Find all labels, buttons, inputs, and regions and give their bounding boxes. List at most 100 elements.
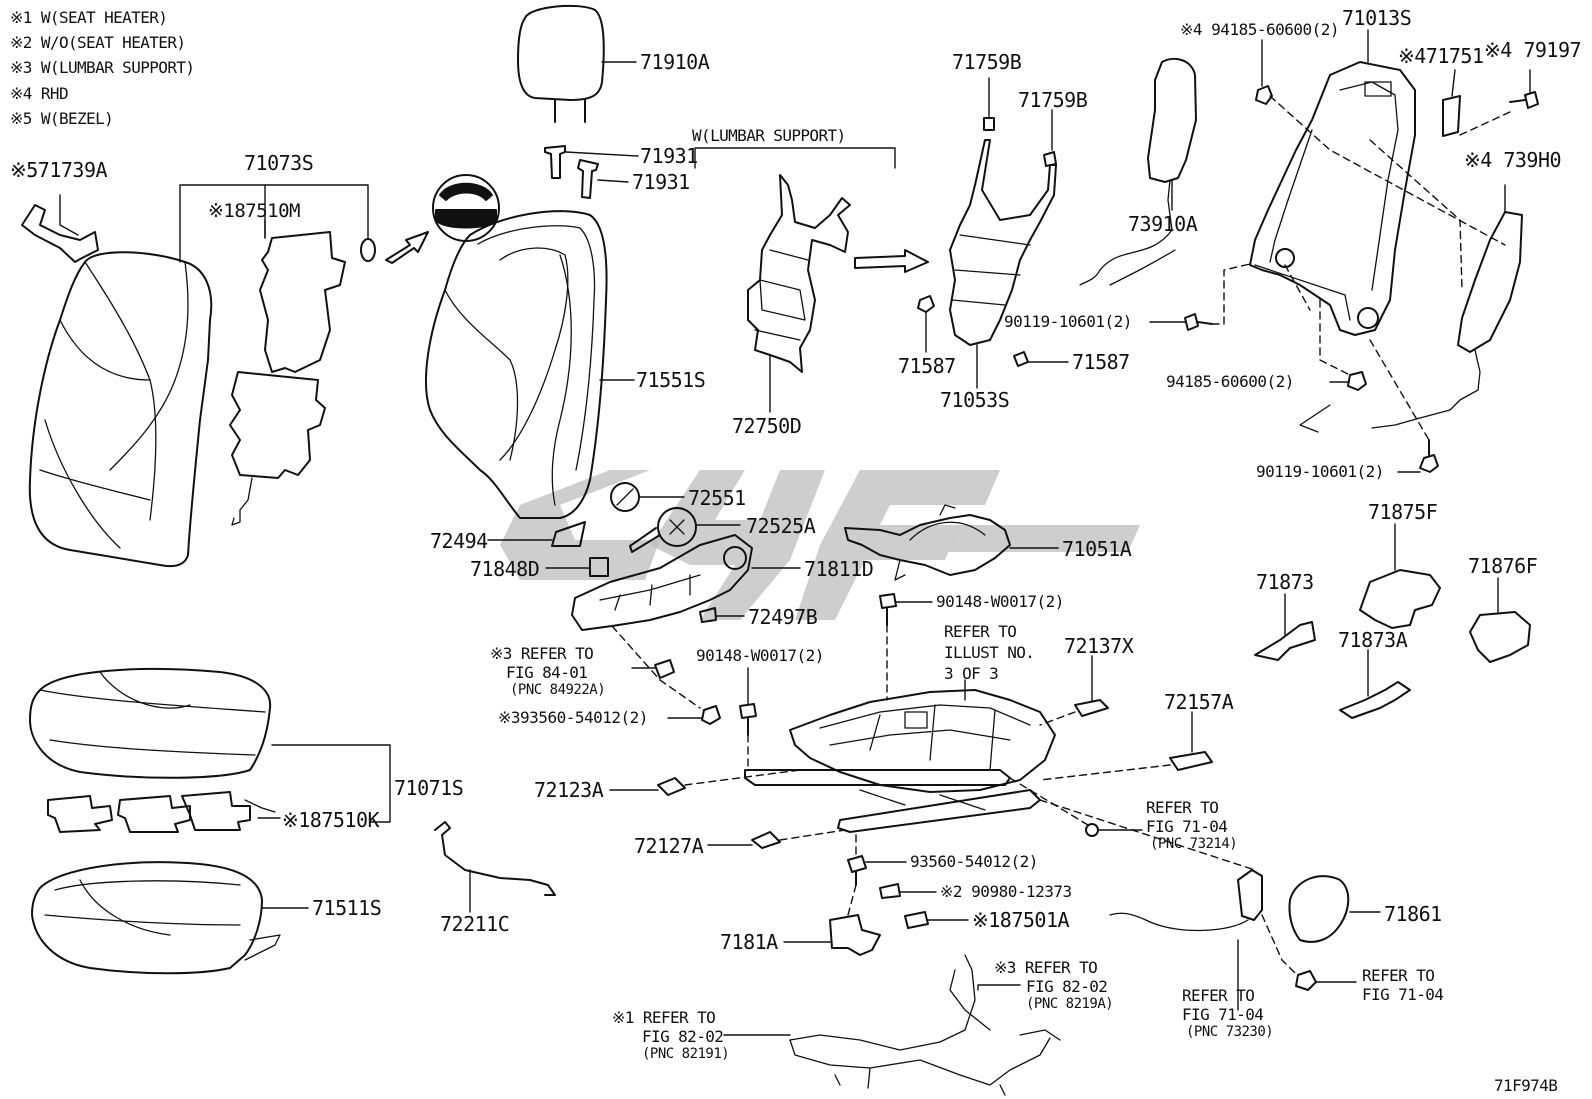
seatback-cover-71073S bbox=[28, 251, 213, 568]
cap-72551 bbox=[610, 482, 685, 512]
clip-90980 bbox=[879, 883, 937, 899]
cover-72123A bbox=[609, 769, 801, 796]
part-label[interactable]: ※4 94185-60600(2) bbox=[1180, 20, 1340, 39]
group-label: W(LUMBAR SUPPORT) bbox=[692, 126, 846, 145]
lumbar-frame-71053S bbox=[949, 77, 1057, 389]
part-label[interactable]: ※571739A bbox=[10, 158, 108, 182]
refer-illust-note: REFER TO ILLUST NO. 3 OF 3 bbox=[944, 622, 1035, 683]
bolt-79197 bbox=[1509, 69, 1539, 109]
buckle-73230 bbox=[1039, 799, 1301, 1011]
part-label[interactable]: 72494 bbox=[430, 529, 488, 553]
part-label[interactable]: ※4 79197 bbox=[1484, 38, 1582, 62]
part-label[interactable]: 71876F bbox=[1468, 554, 1538, 578]
cover-71861 bbox=[1288, 875, 1381, 943]
side-airbag-73910A bbox=[1079, 57, 1197, 286]
part-label[interactable]: 93560-54012(2) bbox=[910, 852, 1038, 871]
part-label[interactable]: 90119-10601(2) bbox=[1256, 462, 1384, 481]
part-label[interactable]: 71587 bbox=[1072, 350, 1130, 374]
part-label[interactable]: 71931 bbox=[632, 170, 690, 194]
part-label[interactable]: 71931 bbox=[640, 144, 698, 168]
part-label[interactable]: 72750D bbox=[732, 414, 802, 438]
part-label[interactable]: ※393560-54012(2) bbox=[498, 708, 648, 727]
part-label[interactable]: 71873 bbox=[1256, 570, 1314, 594]
washer-ref-73214 bbox=[1009, 777, 1143, 837]
part-label[interactable]: 72157A bbox=[1164, 690, 1234, 714]
part-label[interactable]: 71875F bbox=[1368, 500, 1438, 524]
part-label[interactable]: 71587 bbox=[898, 354, 956, 378]
part-label[interactable]: 71873A bbox=[1338, 628, 1408, 652]
part-label[interactable]: 90119-10601(2) bbox=[1004, 312, 1132, 331]
refer-fig-82-02-b[interactable]: ※1 REFER TO FIG 82-02 (PNC 82191) bbox=[612, 1008, 730, 1063]
cover-72127A bbox=[707, 829, 846, 849]
part-label[interactable]: 90148-W0017(2) bbox=[936, 592, 1064, 611]
cover-72494 bbox=[487, 521, 586, 547]
refer-fig-71-04-c[interactable]: REFER TO FIG 71-04 bbox=[1362, 966, 1444, 1005]
part-label[interactable]: 94185-60600(2) bbox=[1166, 372, 1294, 391]
part-label[interactable]: 73910A bbox=[1128, 212, 1198, 236]
nut-94185 bbox=[1255, 39, 1367, 391]
sensor-7181A bbox=[783, 914, 881, 956]
part-label[interactable]: ※2 90980-12373 bbox=[940, 882, 1072, 901]
part-label[interactable]: ※471751 bbox=[1398, 44, 1484, 68]
legend-item: ※1 W(SEAT HEATER) bbox=[10, 8, 168, 27]
part-label[interactable]: 71759B bbox=[1018, 88, 1088, 112]
part-label[interactable]: 72497B bbox=[748, 605, 818, 629]
hog-ring-icon bbox=[360, 238, 376, 262]
refer-fig-82-02-a[interactable]: ※3 REFER TO FIG 82-02 (PNC 8219A) bbox=[994, 958, 1114, 1013]
part-label[interactable]: 71071S bbox=[394, 776, 464, 800]
part-label[interactable]: 71848D bbox=[470, 557, 540, 581]
seatback-frame-71013S bbox=[1249, 29, 1416, 336]
part-label[interactable]: 72127A bbox=[634, 834, 704, 858]
zoom-detail-circle-icon bbox=[432, 174, 500, 242]
part-label[interactable]: ※4 739H0 bbox=[1464, 148, 1562, 172]
refer-fig-71-04-a[interactable]: REFER TO FIG 71-04 (PNC 73214) bbox=[1146, 798, 1238, 853]
wire-harness-71051A bbox=[844, 504, 1059, 581]
part-label[interactable]: 72123A bbox=[534, 778, 604, 802]
sensor-71751 bbox=[1442, 69, 1461, 137]
refer-fig-84-01[interactable]: ※3 REFER TO FIG 84-01 (PNC 84922A) bbox=[490, 644, 606, 699]
module-87501A bbox=[904, 911, 969, 929]
arrow-right-icon bbox=[854, 249, 929, 273]
part-label[interactable]: 71910A bbox=[640, 50, 710, 74]
bracket-71873 bbox=[1254, 593, 1316, 661]
part-label[interactable]: 72525A bbox=[746, 514, 816, 538]
clip-72497B bbox=[699, 607, 745, 623]
part-label[interactable]: ※187510K bbox=[282, 808, 380, 832]
part-label[interactable]: 71013S bbox=[1342, 6, 1412, 30]
bolt-90148-upper bbox=[879, 593, 933, 701]
rod-72211C bbox=[434, 821, 556, 913]
cover-72157A bbox=[1039, 711, 1213, 781]
legend-item: ※4 RHD bbox=[10, 84, 69, 103]
seat-heater-87510M bbox=[229, 231, 346, 526]
refer-fig-71-04-b[interactable]: REFER TO FIG 71-04 (PNC 73230) bbox=[1182, 986, 1274, 1041]
side-airbag-739H0 bbox=[1299, 184, 1523, 433]
part-label[interactable]: 71861 bbox=[1384, 902, 1442, 926]
part-label[interactable]: 71551S bbox=[636, 368, 706, 392]
part-label[interactable]: 7181A bbox=[720, 930, 778, 954]
part-label[interactable]: 71051A bbox=[1062, 537, 1132, 561]
part-label[interactable]: 71759B bbox=[952, 50, 1022, 74]
figure-number: 71F974B bbox=[1494, 1076, 1558, 1095]
side-shield-71811D bbox=[571, 534, 801, 631]
part-label[interactable]: 71811D bbox=[804, 557, 874, 581]
part-label[interactable]: 71073S bbox=[244, 151, 314, 175]
legend-item: ※3 W(LUMBAR SUPPORT) bbox=[10, 58, 195, 77]
part-label[interactable]: 71511S bbox=[312, 896, 382, 920]
bolt-90119 bbox=[1149, 313, 1439, 473]
part-label[interactable]: 72137X bbox=[1064, 634, 1134, 658]
part-label[interactable]: 72211C bbox=[440, 912, 510, 936]
part-label[interactable]: ※187510M bbox=[208, 200, 301, 222]
part-label[interactable]: 90148-W0017(2) bbox=[696, 646, 824, 665]
part-label[interactable]: ※187501A bbox=[972, 908, 1070, 932]
bracket-71873A bbox=[1339, 649, 1411, 719]
seatback-pad-71551S bbox=[425, 210, 635, 519]
clip-71848D bbox=[545, 557, 609, 577]
legend-item: ※2 W/O(SEAT HEATER) bbox=[10, 33, 186, 52]
lumbar-support-72750D bbox=[747, 174, 851, 413]
part-label[interactable]: 71053S bbox=[940, 388, 1010, 412]
bezel-71739A bbox=[21, 204, 99, 263]
leader-71073S bbox=[59, 184, 369, 263]
part-label[interactable]: 72551 bbox=[688, 486, 746, 510]
